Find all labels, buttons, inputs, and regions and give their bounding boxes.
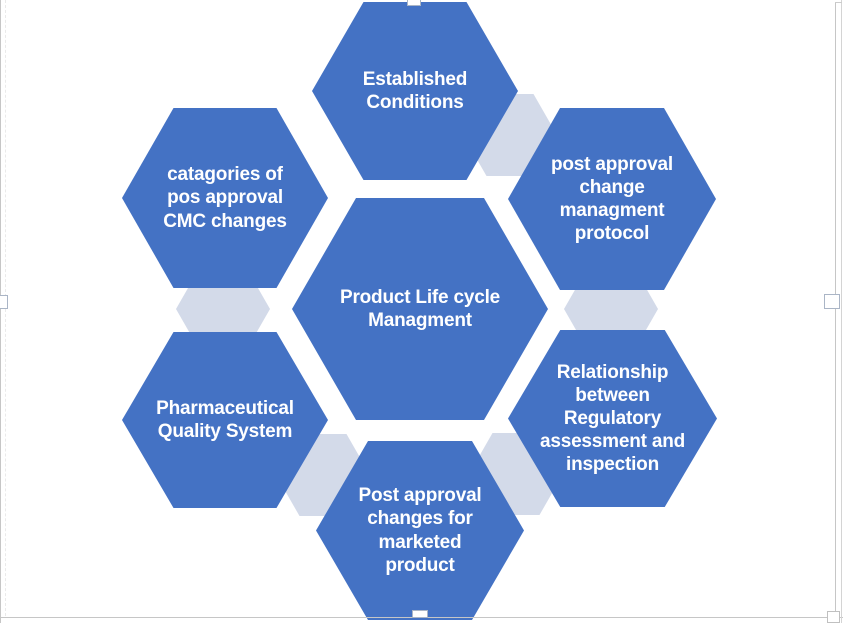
hexagon-label: Established Conditions [362, 68, 468, 113]
resize-handle-bottom[interactable] [412, 610, 428, 618]
page-edge-right-outer [841, 0, 842, 623]
resize-handle-left[interactable] [0, 295, 8, 309]
hexagon-label: post approval change managment protocol [551, 153, 673, 245]
hexagon-label: Product Life cycle Managment [339, 286, 501, 331]
resize-handle-top[interactable] [407, 0, 421, 6]
hexagon-established-conditions[interactable]: Established Conditions [312, 2, 518, 180]
page-edge-left [0, 0, 1, 623]
hexagon-post-approval-change-management-protocol[interactable]: post approval change managment protocol [508, 108, 716, 290]
resize-handle-bottom-right[interactable] [827, 611, 840, 623]
resize-handle-right[interactable] [824, 294, 840, 309]
page-edge-right-inner [835, 2, 836, 617]
hexagon-label: Post approval changes for marketed produ… [358, 485, 482, 576]
hexagon-label: Pharmaceutical Quality System [156, 397, 294, 442]
hexagon-pharmaceutical-quality-system[interactable]: Pharmaceutical Quality System [122, 332, 328, 508]
hexagon-label: Relationship between Regulatory assessme… [539, 361, 686, 476]
hexagon-product-life-cycle-management[interactable]: Product Life cycle Managment [292, 198, 548, 420]
page-edge-right-cap [835, 2, 842, 3]
hexagon-categories-of-post-approval-cmc-changes[interactable]: catagories of pos approval CMC changes [122, 108, 328, 288]
hexagon-label: catagories of pos approval CMC changes [163, 164, 287, 232]
